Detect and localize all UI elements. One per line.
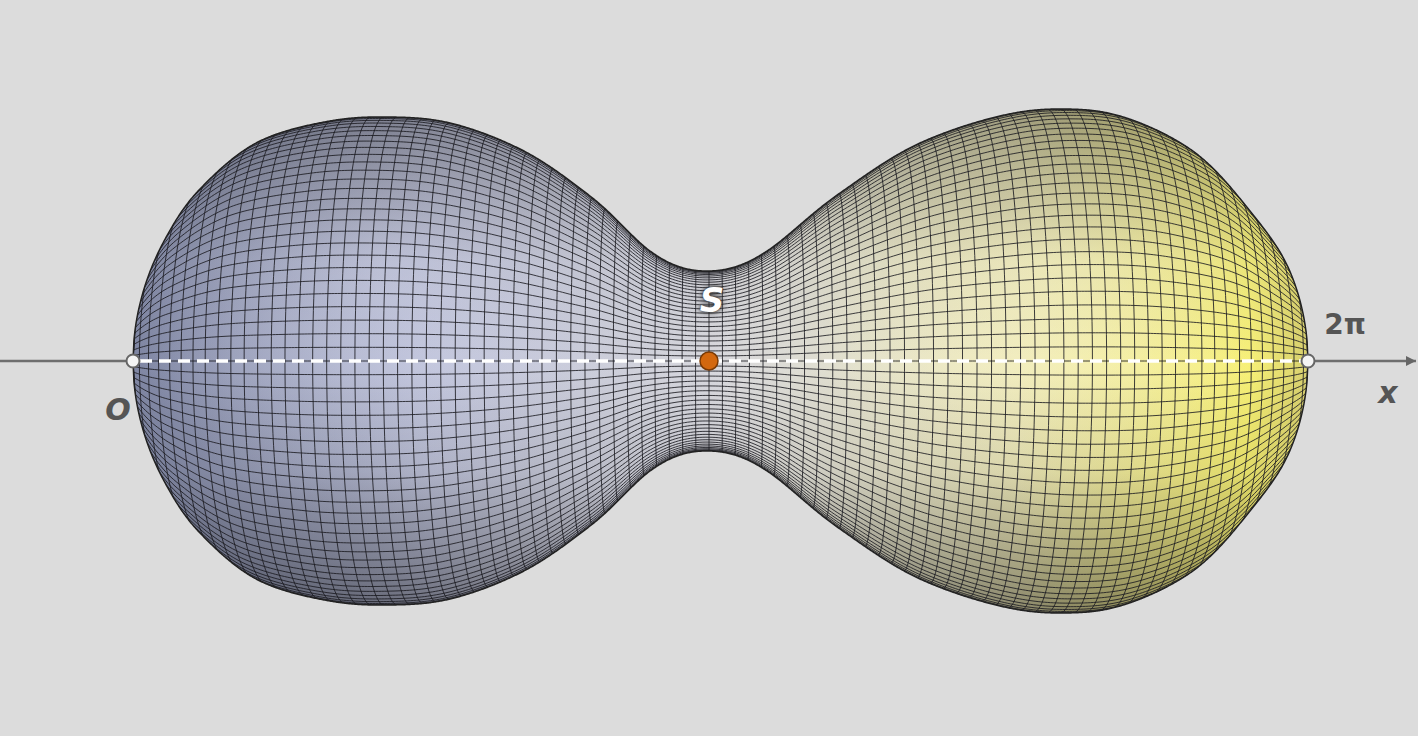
mesh-line (133, 361, 1308, 613)
mesh-line (669, 263, 670, 459)
point-label: S (700, 283, 725, 317)
mesh-line (627, 234, 631, 488)
mesh-line (132, 148, 1310, 361)
mesh-line (128, 361, 1313, 403)
mesh-line (130, 361, 1311, 518)
origin-label: O (105, 395, 131, 425)
mesh-line (131, 155, 1309, 361)
mesh-line (131, 361, 1309, 567)
point-dot (700, 352, 718, 370)
mesh-line (128, 333, 1313, 361)
mesh-line (133, 111, 1308, 361)
endpoint-dot (1302, 355, 1315, 368)
mesh-line (133, 113, 1308, 361)
mesh (128, 109, 1313, 613)
mesh-line (133, 109, 1308, 361)
axis-segment (140, 359, 1301, 363)
mesh-line (133, 361, 1308, 599)
mesh-line (128, 361, 1313, 362)
endpoint-dot (127, 355, 140, 368)
axis-label: x (1378, 378, 1397, 408)
mesh-line (128, 361, 1313, 375)
mesh-line (761, 255, 763, 467)
mesh-line (132, 361, 1310, 574)
surface-outline (133, 109, 1308, 613)
mesh-line (131, 361, 1311, 549)
mesh-line (133, 361, 1309, 594)
mesh-line (133, 361, 1309, 588)
mesh-line (800, 225, 805, 497)
mesh-line (128, 361, 1313, 417)
mesh-line (128, 361, 1313, 389)
mesh-line (130, 204, 1311, 361)
surface (128, 109, 1313, 613)
mesh-line (133, 134, 1309, 361)
mesh-line (128, 319, 1313, 361)
mesh-line (132, 361, 1309, 582)
tick-label: 2π (1324, 311, 1366, 339)
mesh-line (133, 361, 1308, 611)
mesh-line (128, 347, 1313, 361)
mesh-line (133, 361, 1308, 609)
